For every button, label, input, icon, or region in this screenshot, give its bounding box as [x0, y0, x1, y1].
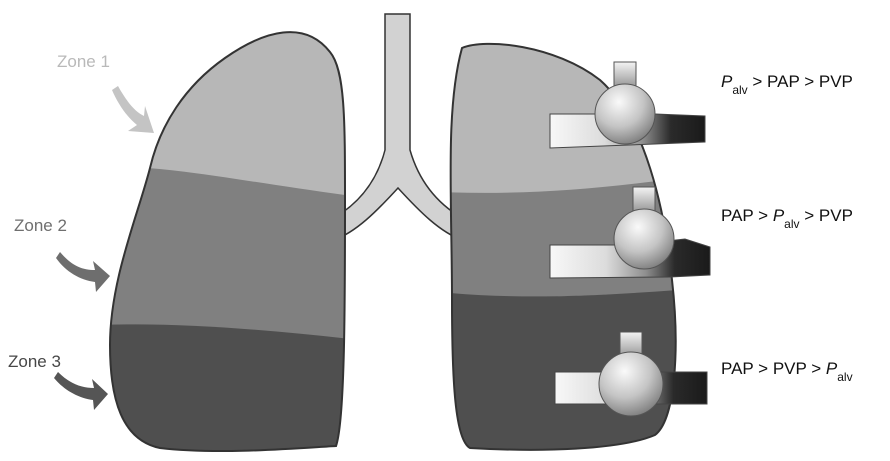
- trachea: [334, 14, 462, 240]
- zone-3-label: Zone 3: [8, 352, 61, 371]
- left-lung-zone-3: [100, 324, 360, 461]
- equation-zone-2: PAP > Palv > PVP: [721, 206, 853, 231]
- zone-2-label: Zone 2: [14, 216, 67, 235]
- zone-2-arrow-icon: [56, 252, 110, 292]
- equation-zone-1: Palv > PAP > PVP: [721, 72, 853, 97]
- equation-zone-3: PAP > PVP > Palv: [721, 359, 853, 384]
- zone-1-arrow-icon: [112, 86, 154, 133]
- left-lung: [100, 20, 360, 461]
- left-lung-zone-2: [100, 168, 360, 340]
- zone-3-arrow-icon: [54, 372, 108, 410]
- zone-1-label: Zone 1: [57, 52, 110, 71]
